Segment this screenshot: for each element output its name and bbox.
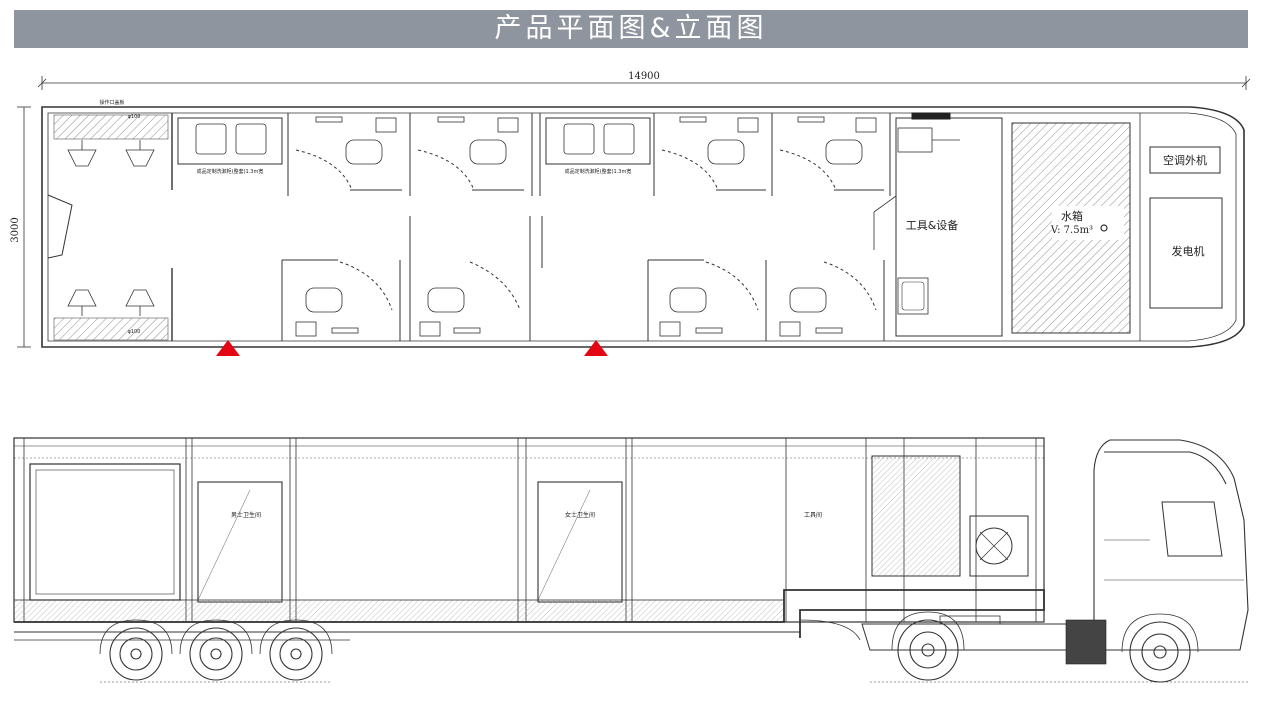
length-label: 14900 xyxy=(628,71,660,82)
basin-label-2: 成品定制洗漱柜(整套)1.3m宽 xyxy=(565,168,632,175)
tool-room-elev-label: 工具间 xyxy=(804,511,822,519)
water-volume-label: V: 7.5m³ xyxy=(1050,225,1093,236)
truck-wheels xyxy=(891,611,1199,683)
urinal-counter-bottom xyxy=(53,317,169,341)
trailer-outline xyxy=(41,106,1245,348)
plan-view xyxy=(17,76,1251,356)
womens-room-label: 女士卫生间 xyxy=(565,511,595,519)
hatch-label: 操作口盖板 xyxy=(99,99,124,106)
generator-label: 发电机 xyxy=(1172,244,1205,258)
entrance-marker-icon xyxy=(584,340,608,356)
ac-fan-unit xyxy=(969,515,1029,577)
service-panel xyxy=(871,455,961,577)
entrance-marker-icon xyxy=(216,340,240,356)
urinal-icon xyxy=(67,140,155,316)
mens-door xyxy=(197,481,283,603)
elevation-view xyxy=(13,437,1250,683)
womens-door xyxy=(537,481,623,603)
basin-cabinet-2 xyxy=(545,117,651,165)
ac-unit xyxy=(1149,146,1221,174)
urinal-counter-top xyxy=(53,114,169,140)
truck-cab xyxy=(861,439,1249,665)
toilet-icon xyxy=(315,116,877,165)
water-tank-label: 水箱 xyxy=(1061,209,1083,223)
pipe-dim-top: φ100 xyxy=(128,114,141,120)
basin-label-1: 成品定制洗漱柜(整套)1.3m宽 xyxy=(197,168,264,175)
title-bar: 产品平面图&立面图 xyxy=(14,10,1248,48)
sink-icon xyxy=(897,277,929,315)
basin-cabinet-1 xyxy=(177,117,283,165)
tool-room-label: 工具&设备 xyxy=(906,218,959,232)
generator xyxy=(1149,197,1223,309)
width-label: 3000 xyxy=(10,217,21,242)
pipe-dim-bottom: φ100 xyxy=(128,329,141,335)
trailer-wheels xyxy=(99,619,333,681)
toilet-icon xyxy=(295,287,843,337)
length-dimension xyxy=(37,76,1251,90)
mens-room-label: 男士卫生间 xyxy=(231,511,261,519)
pump-icon xyxy=(897,127,933,153)
top-cubicles xyxy=(287,113,891,196)
page-title: 产品平面图&立面图 xyxy=(494,13,768,44)
width-dimension xyxy=(17,106,31,348)
side-window xyxy=(29,463,181,601)
bottom-cubicles xyxy=(281,216,885,341)
ac-unit-label: 空调外机 xyxy=(1163,153,1207,167)
